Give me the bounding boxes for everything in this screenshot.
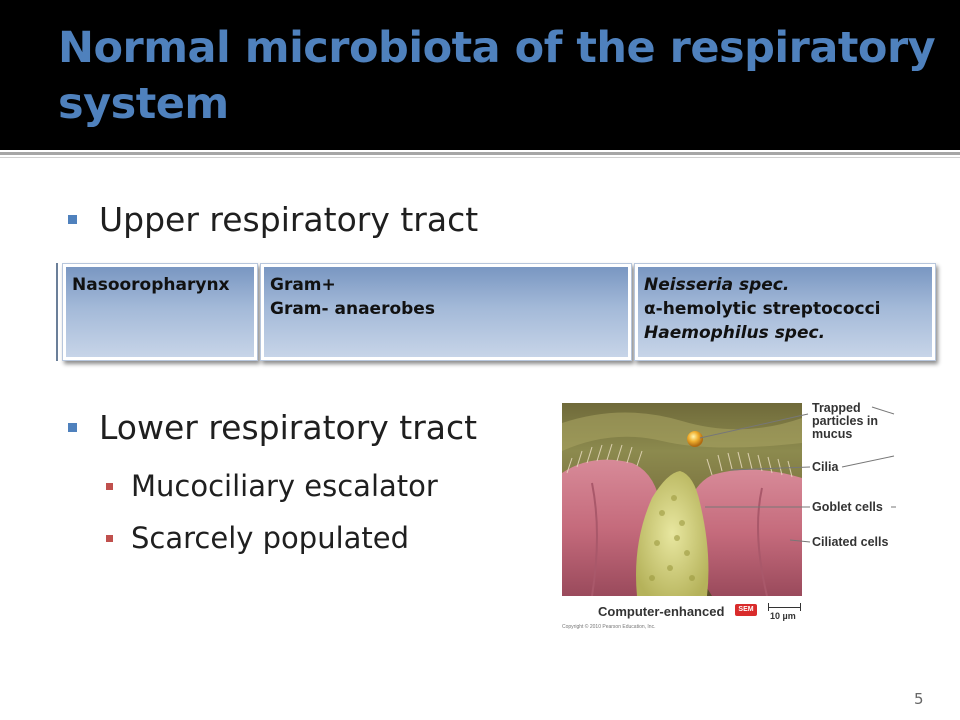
figure-caption: Computer-enhanced (598, 604, 725, 619)
microbiota-table: Nasooropharynx Gram+ Gram- anaerobes Nei… (56, 263, 938, 361)
table-cell-site: Nasooropharynx (62, 263, 258, 361)
sub-bullet-mucociliary: Mucociliary escalator (106, 469, 438, 503)
bullet-lower-text: Lower respiratory tract (99, 408, 478, 447)
label-cilia: Cilia (812, 460, 839, 474)
sub-bullet-scarcely: Scarcely populated (106, 521, 409, 555)
scale-bar-tick (800, 603, 801, 611)
species-neisseria: Neisseria spec. (644, 275, 790, 295)
title-rule-thin (0, 157, 960, 158)
scale-label: 10 µm (770, 611, 796, 621)
scale-bar (768, 607, 800, 608)
title-rule (0, 152, 960, 155)
table-cell-gram: Gram+ Gram- anaerobes (260, 263, 632, 361)
gram-positive: Gram+ (270, 275, 336, 295)
sub-bullet-scarcely-text: Scarcely populated (131, 521, 410, 555)
site-label: Nasooropharynx (72, 275, 230, 295)
page-number: 5 (914, 690, 924, 708)
bullet-square-icon (68, 215, 77, 224)
table-cell-species: Neisseria spec. α-hemolytic streptococci… (634, 263, 936, 361)
label-trapped-particles: Trapped particles in mucus (812, 401, 878, 441)
sub-bullet-square-icon (106, 482, 113, 490)
sub-bullet-square-icon (106, 534, 113, 542)
label-ciliated-cells: Ciliated cells (812, 535, 889, 549)
bullet-upper: Upper respiratory tract (68, 200, 478, 239)
species-haemophilus: Haemophilus spec. (644, 323, 826, 343)
bullet-upper-text: Upper respiratory tract (99, 200, 479, 239)
sem-micrograph-image (562, 403, 802, 596)
figure-copyright: Copyright © 2010 Pearson Education, Inc. (562, 624, 656, 630)
sub-bullet-mucociliary-text: Mucociliary escalator (131, 469, 438, 503)
label-goblet-cells: Goblet cells (812, 500, 883, 514)
title-band (0, 0, 960, 150)
gram-negative-anaerobes: Gram- anaerobes (270, 299, 435, 319)
species-streptococci: α-hemolytic streptococci (644, 299, 881, 319)
bullet-lower: Lower respiratory tract (68, 408, 477, 447)
bullet-square-icon (68, 423, 77, 432)
slide-title: Normal microbiota of the respiratory sys… (58, 23, 936, 129)
sem-badge: SEM (735, 604, 757, 616)
